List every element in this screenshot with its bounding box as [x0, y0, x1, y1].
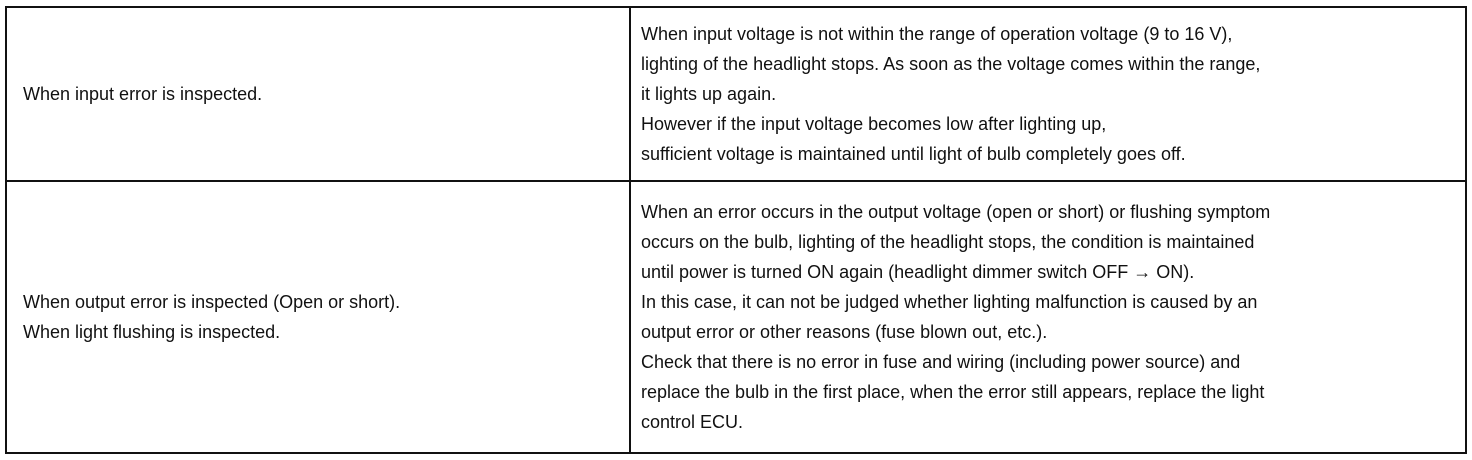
table-row-input-error: When input error is inspected. When inpu…	[5, 6, 1467, 182]
description-text: it lights up again.	[641, 84, 777, 104]
description-text: output error or other reasons (fuse blow…	[641, 322, 1048, 342]
condition-cell: When output error is inspected (Open or …	[5, 180, 631, 454]
description-text: lighting of the headlight stops. As soon…	[641, 54, 1261, 74]
condition-text: When output error is inspected (Open or …	[23, 292, 401, 312]
description-text: until power is turned ON again (headligh…	[641, 262, 1195, 282]
description-text: replace the bulb in the first place, whe…	[641, 382, 1265, 402]
description-text: When an error occurs in the output volta…	[641, 202, 1271, 222]
description-text: In this case, it can not be judged wheth…	[641, 292, 1258, 312]
description-text: control ECU.	[641, 412, 744, 432]
description-text: When input voltage is not within the ran…	[641, 24, 1233, 44]
description-cell: When an error occurs in the output volta…	[629, 180, 1467, 454]
error-inspection-table: When input error is inspected. When inpu…	[5, 6, 1467, 454]
description-text: Check that there is no error in fuse and…	[641, 352, 1241, 372]
table-row-output-error: When output error is inspected (Open or …	[5, 180, 1467, 454]
condition-text: When light flushing is inspected.	[23, 322, 281, 342]
description-text: However if the input voltage becomes low…	[641, 114, 1107, 134]
description-text: sufficient voltage is maintained until l…	[641, 144, 1186, 164]
condition-text: When input error is inspected.	[23, 84, 263, 104]
description-text: occurs on the bulb, lighting of the head…	[641, 232, 1255, 252]
description-cell: When input voltage is not within the ran…	[629, 6, 1467, 182]
condition-cell: When input error is inspected.	[5, 6, 631, 182]
